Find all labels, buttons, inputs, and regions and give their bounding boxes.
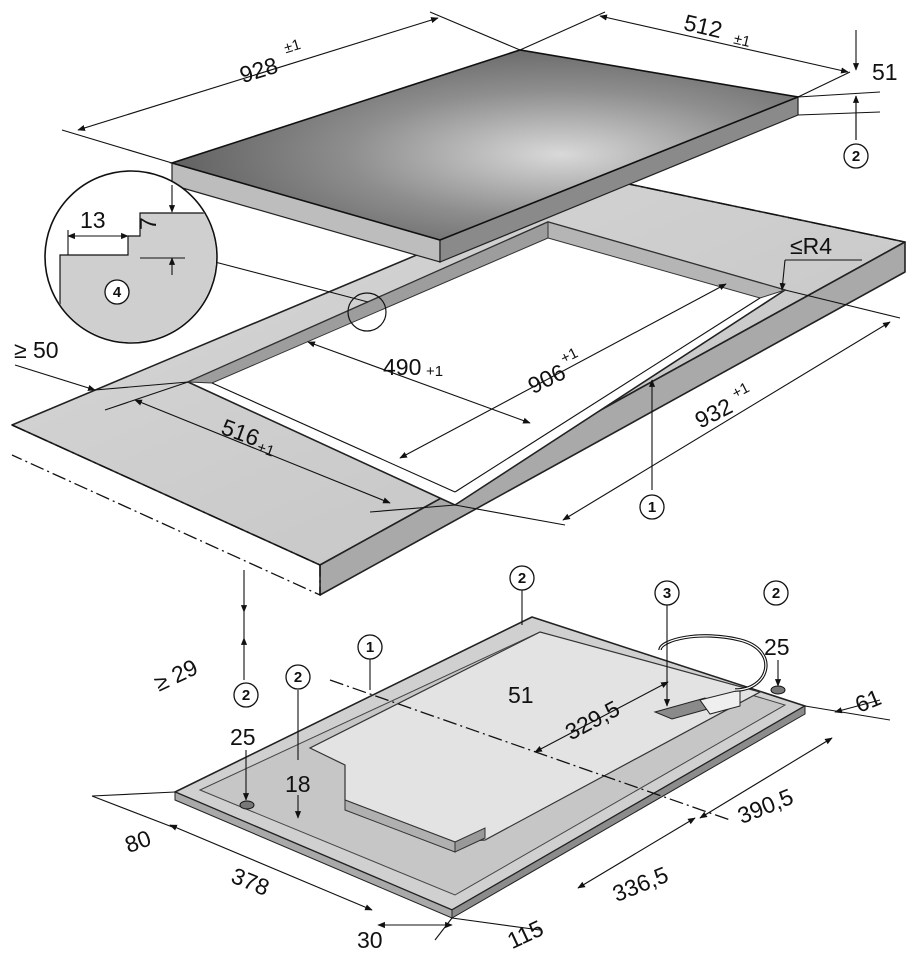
cooktop-underside: [174, 616, 806, 919]
label-min-margin: ≥ 50: [14, 337, 59, 363]
label-front-offset: 80: [121, 825, 154, 858]
cooktop: [169, 49, 801, 263]
label-corner-a: 30: [357, 927, 383, 953]
callout-worktop: 1: [639, 494, 665, 520]
label-width: 928: [237, 52, 281, 88]
rebate-detail: [44, 170, 218, 344]
label-right-long: 390,5: [734, 783, 797, 829]
label-width-inner-tol: +1: [558, 345, 581, 368]
svg-text:3: 3: [663, 585, 671, 602]
label-foot-left: 25: [230, 724, 256, 750]
label-depth-outer-tol: +1: [255, 439, 277, 461]
label-foot-right: 25: [764, 634, 790, 660]
callout-underside-top: 2: [509, 565, 535, 591]
callout-underside-center: 1: [357, 634, 383, 660]
label-corner-radius: ≤R4: [790, 233, 832, 259]
label-width-tol: ±1: [282, 36, 303, 57]
svg-text:1: 1: [366, 639, 374, 656]
svg-text:2: 2: [242, 687, 250, 704]
label-width-outer-tol: +1: [729, 379, 752, 402]
label-depth-tol: ±1: [732, 31, 752, 51]
label-height: 51: [872, 59, 898, 85]
callout-foot-right: 2: [763, 580, 789, 606]
foot-left-icon: [239, 800, 255, 810]
label-front-len: 378: [228, 862, 273, 900]
label-width-outer: 932: [691, 393, 737, 434]
label-corner-b: 115: [503, 915, 547, 954]
foot-right-icon: [770, 685, 786, 695]
label-rebate-height: 7: [135, 217, 161, 230]
label-step-height: 18: [285, 771, 311, 797]
callout-cooktop-top: 2: [843, 143, 869, 169]
svg-text:2: 2: [294, 669, 302, 686]
label-clearance: ≥ 29: [150, 654, 201, 696]
svg-text:2: 2: [852, 148, 860, 165]
callout-step: 2: [285, 664, 311, 690]
label-mid-long: 336,5: [609, 861, 672, 907]
callout-foot-left: 2: [233, 682, 259, 708]
svg-text:2: 2: [518, 570, 526, 587]
callout-rebate: 4: [104, 279, 130, 305]
label-depth: 512: [682, 9, 725, 43]
label-right-depth: 61: [851, 684, 884, 718]
svg-text:1: 1: [648, 499, 656, 516]
dimension-lines: [14, 11, 901, 941]
label-depth-inner-tol: +1: [426, 363, 443, 380]
svg-text:2: 2: [772, 585, 780, 602]
svg-text:4: 4: [113, 284, 122, 301]
label-rebate-width: 13: [80, 207, 106, 233]
callout-connection: 3: [654, 580, 680, 606]
label-center-height: 51: [508, 682, 534, 708]
label-depth-inner: 490: [383, 354, 421, 380]
